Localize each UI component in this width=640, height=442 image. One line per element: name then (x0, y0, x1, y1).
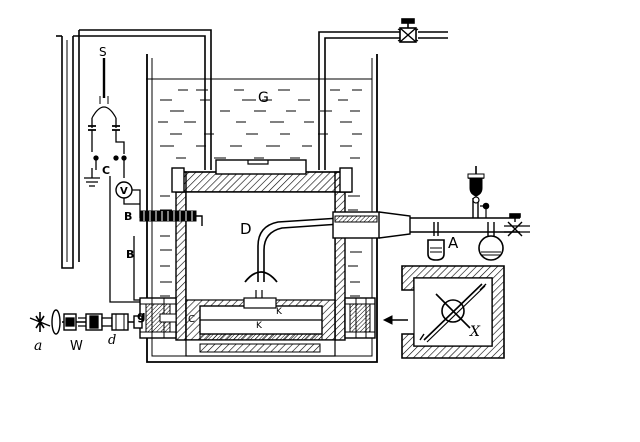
flask-round (478, 222, 504, 261)
flow-arrow (382, 315, 408, 325)
label-d: D (240, 220, 252, 238)
label-x: X (469, 324, 481, 340)
stopcock-small (480, 202, 490, 218)
hook-tube (244, 217, 341, 283)
label-k-left: K (256, 321, 263, 331)
bottom-shaft (185, 290, 336, 357)
electrical-circuit (84, 58, 141, 303)
side-port (332, 211, 520, 239)
label-a: A (448, 234, 459, 252)
voltmeter-icon (115, 181, 133, 199)
label-lower-a: a (34, 338, 42, 354)
label-lower-d: d (108, 333, 116, 348)
label-g: G (258, 90, 269, 106)
flask-a (427, 222, 445, 261)
drive-train (29, 309, 143, 335)
water-fill (158, 89, 362, 297)
u-tube-manometer (56, 29, 212, 269)
label-b-upper: B (124, 210, 132, 223)
label-g-small: g (137, 309, 146, 323)
dropping-funnel (467, 166, 485, 218)
top-valve-icon (397, 18, 419, 43)
label-b-lower: B (126, 248, 134, 261)
fan-housing (401, 265, 505, 359)
label-c-small: C (188, 314, 195, 325)
right-valve-icon (504, 213, 530, 237)
label-v: V (120, 186, 128, 197)
right-bearing (344, 297, 376, 339)
label-s: S (99, 45, 107, 59)
label-c: C (102, 164, 110, 177)
left-bearing (139, 297, 177, 339)
label-lower-w: W (70, 339, 83, 354)
right-vertical-tube (318, 31, 448, 170)
label-k-right: K (276, 307, 283, 317)
